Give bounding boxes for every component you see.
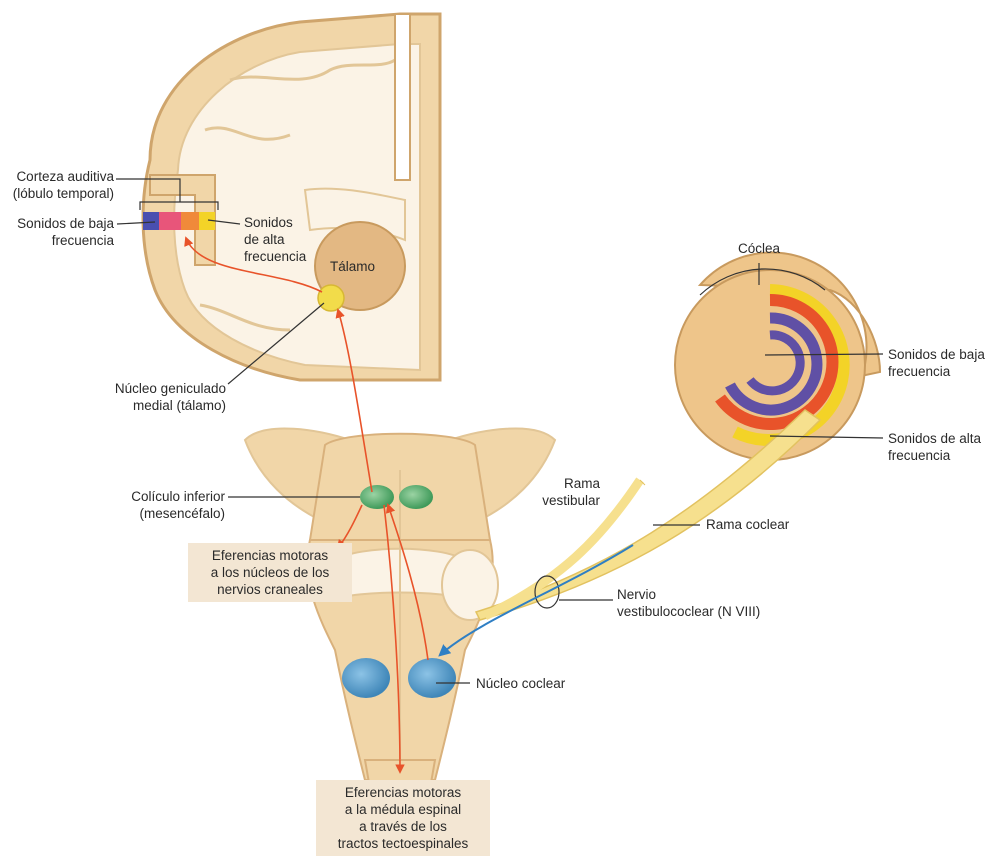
- auditory-cortex-line1: Corteza auditiva: [16, 169, 114, 184]
- label-cortex-low-frequency: Sonidos de baja frecuencia: [0, 215, 114, 249]
- auditory-cortex-tonotopic-map: [139, 201, 219, 230]
- label-vestibulocochlear-nerve: Nervio vestibulococlear (N VIII): [617, 586, 760, 620]
- brain-coronal-section: [141, 12, 442, 382]
- motor-cranial-line3: nervios craneales: [217, 582, 323, 597]
- cochlear-nucleus-right: [408, 658, 456, 698]
- label-cochlear-branch: Rama coclear: [706, 517, 790, 532]
- label-auditory-cortex: Corteza auditiva (lóbulo temporal): [0, 168, 114, 202]
- vestibular-branch-line2: vestibular: [542, 493, 600, 508]
- label-cochlea-high-frequency: Sonidos de alta frecuencia: [888, 430, 981, 464]
- medial-geniculate-nucleus: [317, 284, 345, 312]
- mgn-to-cortex-arrow: [184, 236, 323, 293]
- label-inferior-colliculus: Colículo inferior (mesencéfalo): [80, 488, 225, 522]
- cochlea: [674, 251, 882, 461]
- label-motor-spinal-cord: Eferencias motoras a la médula espinal a…: [316, 780, 490, 856]
- cochlear-nucleus-left: [342, 658, 390, 698]
- cortex-low-line1: Sonidos de baja: [17, 216, 114, 231]
- cortex-high-line1: Sonidos: [244, 215, 293, 230]
- auditory-cortex-line2: (lóbulo temporal): [12, 186, 114, 201]
- inferior-colliculus-left: [360, 485, 394, 509]
- cochlea-low-line2: frecuencia: [888, 364, 951, 379]
- nerve-line2: vestibulococlear (N VIII): [617, 604, 761, 619]
- label-cochlea: Cóclea: [737, 241, 781, 256]
- motor-spinal-line2: a la médula espinal: [344, 802, 462, 817]
- cochlea-high-line1: Sonidos de alta: [888, 431, 982, 446]
- motor-spinal-line3: a través de los: [359, 819, 447, 834]
- cortex-high-line2: de alta: [244, 232, 285, 247]
- motor-spinal-arrow: [383, 504, 405, 774]
- label-cortex-high-frequency: Sonidos de alta frecuencia: [244, 214, 306, 265]
- cochlear-input-arrow: [438, 544, 634, 657]
- cortex-low-line2: frecuencia: [51, 233, 114, 248]
- inferior-colliculus-line1: Colículo inferior: [131, 489, 225, 504]
- nucleus-to-colliculus-arrow: [385, 503, 429, 661]
- inferior-colliculus-line2: (mesencéfalo): [139, 506, 225, 521]
- label-vestibular-branch: Rama vestibular: [520, 475, 600, 509]
- cochlea-low-line1: Sonidos de baja: [888, 347, 985, 362]
- motor-spinal-line1: Eferencias motoras: [344, 785, 462, 800]
- brainstem: [243, 427, 557, 801]
- auditory-pathway-arrows: [184, 236, 634, 774]
- colliculus-to-mgn-arrow: [335, 308, 373, 493]
- label-thalamus: Tálamo: [330, 259, 376, 274]
- label-cochlea-low-frequency: Sonidos de baja frecuencia: [888, 346, 985, 380]
- vestibular-branch-line1: Rama: [563, 476, 600, 491]
- inferior-colliculus-right: [399, 485, 433, 509]
- nerve-line1: Nervio: [617, 587, 657, 602]
- label-cochlear-nucleus: Núcleo coclear: [476, 676, 566, 691]
- mgn-line1: Núcleo geniculado: [114, 381, 226, 396]
- motor-spinal-line4: tractos tectoespinales: [337, 836, 469, 851]
- vestibulocochlear-nerve: [474, 409, 822, 621]
- label-motor-cranial-nerves: Eferencias motoras a los núcleos de los …: [188, 543, 352, 602]
- cortex-high-line3: frecuencia: [244, 249, 307, 264]
- cochlea-high-line2: frecuencia: [888, 448, 951, 463]
- mgn-line2: medial (tálamo): [132, 398, 226, 413]
- motor-cranial-line2: a los núcleos de los: [210, 565, 330, 580]
- leader-lines: [116, 178, 884, 684]
- motor-cranial-line1: Eferencias motoras: [211, 548, 329, 563]
- label-medial-geniculate: Núcleo geniculado medial (tálamo): [86, 380, 226, 414]
